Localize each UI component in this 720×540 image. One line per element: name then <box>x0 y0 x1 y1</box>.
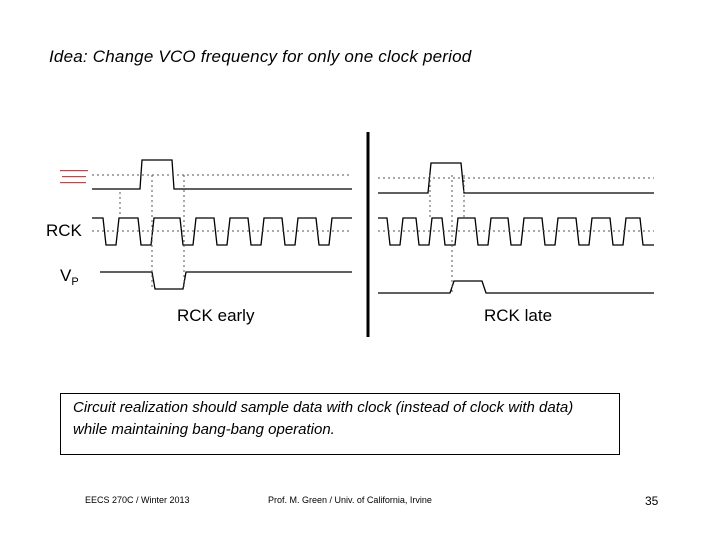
vp-waveform-early <box>100 271 352 290</box>
note-line-2: while maintaining bang-bang operation. <box>73 421 335 438</box>
tiny-annotation <box>60 170 88 184</box>
vp-label-main: V <box>60 266 72 285</box>
footer-course: EECS 270C / Winter 2013 <box>85 495 190 505</box>
page-number: 35 <box>645 494 659 508</box>
note-box: Circuit realization should sample data w… <box>60 393 620 455</box>
rck-waveform-early <box>92 217 352 246</box>
caption-rck-late: RCK late <box>484 306 553 325</box>
note-line-1: Circuit realization should sample data w… <box>73 399 574 416</box>
vp-waveform-late <box>378 280 654 294</box>
data-waveform-early <box>92 159 352 190</box>
vp-label: VP <box>60 266 79 288</box>
footer-author: Prof. M. Green / Univ. of California, Ir… <box>268 495 432 505</box>
rck-label: RCK <box>46 221 82 240</box>
vp-label-sub: P <box>71 276 79 288</box>
data-waveform-late <box>378 162 654 194</box>
guides-late <box>429 175 465 295</box>
caption-rck-early: RCK early <box>177 306 255 325</box>
slide-title: Idea: Change VCO frequency for only one … <box>49 47 472 66</box>
guides-early <box>119 175 185 290</box>
